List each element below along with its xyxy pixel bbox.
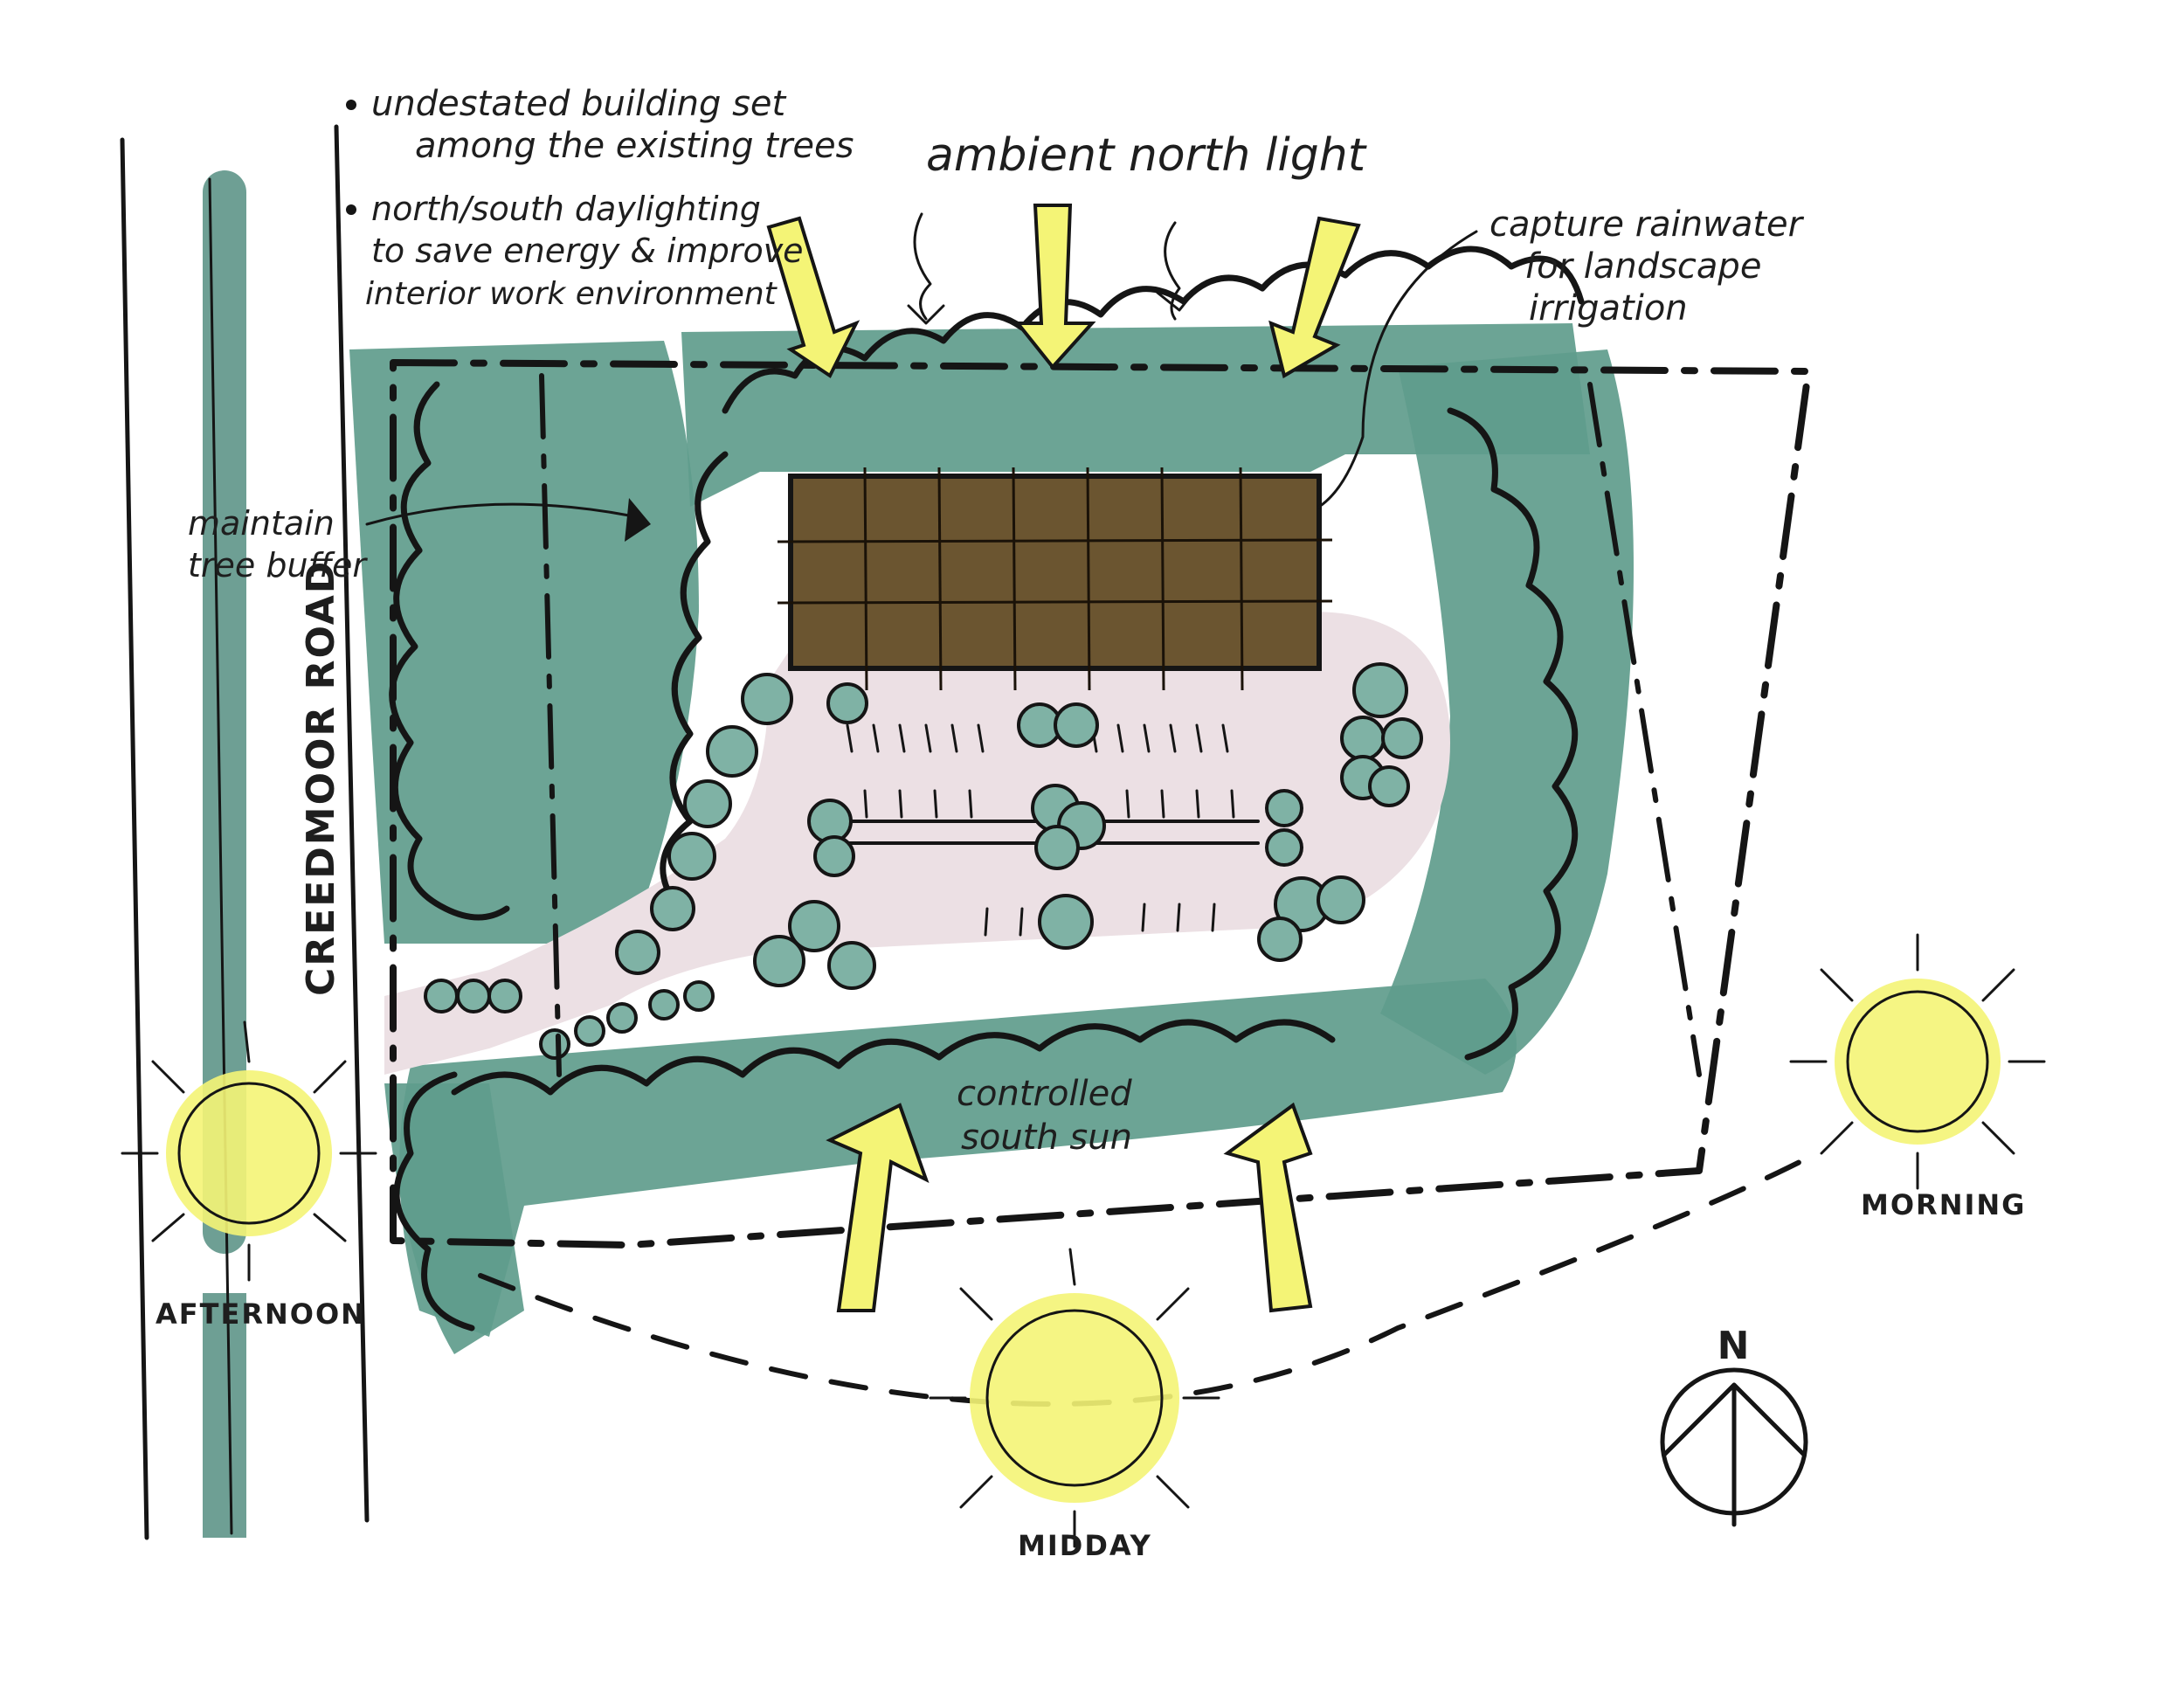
south-sun-arrows <box>826 1102 1313 1313</box>
note-bullet-1 <box>346 100 356 110</box>
road-edge-west <box>120 137 149 1540</box>
east-tree-edge <box>1447 407 1579 1061</box>
south-sun-line-1: controlled <box>957 1074 1132 1114</box>
south-sun-line-2: south sun <box>961 1117 1132 1158</box>
road-lane-line <box>208 177 233 1535</box>
buffer-leader <box>365 502 631 526</box>
southwest-tree-mass <box>384 1083 524 1354</box>
afternoon-label: AFTERNOON <box>156 1297 366 1331</box>
rainwater-line-1: capture rainwater <box>1489 204 1805 245</box>
property-line <box>390 359 1812 1249</box>
note-2-line-3: interior work environment <box>365 276 778 312</box>
buffer-arrowhead <box>625 498 651 542</box>
north-arrow-pointer <box>1662 1382 1807 1527</box>
south-tree-mass <box>399 979 1517 1337</box>
north-light-arrow-1 <box>766 216 860 378</box>
morning-label: MORNING <box>1861 1188 2026 1221</box>
north-light-squiggle-2 <box>1156 221 1199 321</box>
rainwater-leader <box>1317 230 1478 508</box>
building-footprint <box>788 474 1322 671</box>
south-sun-arrow-2 <box>1223 1102 1313 1313</box>
road-median-south <box>203 1293 246 1538</box>
rainwater-note: capture rainwater for landscape irrigati… <box>1489 204 1805 329</box>
east-tree-mass <box>1380 349 1634 1075</box>
southwest-tree-edge <box>393 1071 475 1332</box>
midday-sun <box>929 1248 1220 1548</box>
south-sun-arrow-1 <box>826 1103 930 1312</box>
north-light-label: ambient north light <box>926 129 1367 182</box>
north-light-arrows <box>766 204 1361 379</box>
north-tree-edge <box>722 246 1585 414</box>
note-1-line-2: among the existing trees <box>415 126 854 166</box>
design-notes: undestated building set among the existi… <box>346 84 854 312</box>
sun-path-arc <box>478 1159 1802 1407</box>
building <box>777 467 1333 691</box>
west-tree-buffer <box>349 341 699 944</box>
north-arrow: N <box>1660 1324 1808 1527</box>
buffer-note: maintain tree buffer <box>188 504 368 585</box>
rainwater-line-2: for landscape <box>1524 246 1761 287</box>
north-light-arrow-2 <box>1013 204 1096 370</box>
afternoon-sun <box>121 1020 377 1282</box>
note-2-line-2: to save energy & improve <box>371 232 804 270</box>
midday-label: MIDDAY <box>1018 1529 1152 1562</box>
south-sun-note: controlled south sun <box>957 1074 1132 1158</box>
inner-west-edge <box>660 451 729 903</box>
north-light-squiggle-1 <box>907 212 945 325</box>
building-grid <box>777 467 1333 691</box>
road-label: CREEDMOOR ROAD <box>299 560 343 996</box>
buffer-line-2: tree buffer <box>188 546 368 585</box>
morning-sun <box>1789 933 2046 1190</box>
shrubs <box>424 662 1423 1060</box>
note-2-line-1: north/south daylighting <box>371 190 761 228</box>
north-arrow-label: N <box>1717 1324 1752 1368</box>
note-1-line-1: undestated building set <box>371 84 787 124</box>
south-tree-edge <box>451 1019 1336 1096</box>
buffer-line-1: maintain <box>188 504 335 543</box>
rainwater-line-3: irrigation <box>1529 288 1688 329</box>
note-bullet-2 <box>346 204 356 215</box>
north-light-arrow-3 <box>1268 216 1361 379</box>
creedmoor-road <box>120 124 370 1540</box>
road-edge-east <box>334 124 370 1523</box>
